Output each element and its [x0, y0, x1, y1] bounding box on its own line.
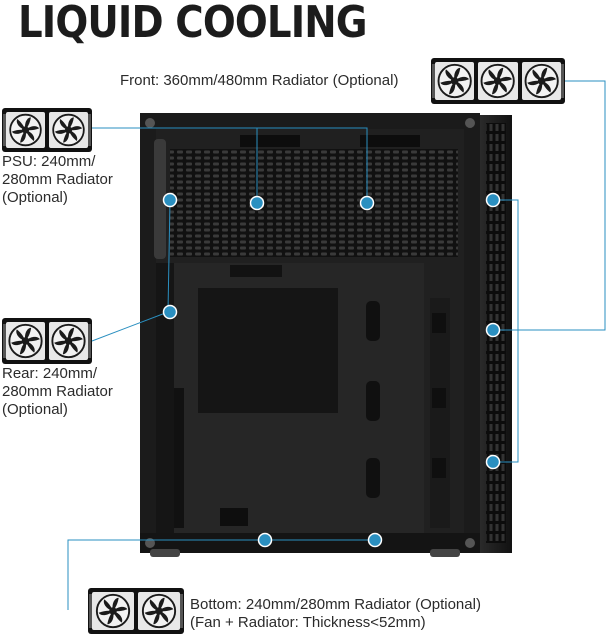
pc-case-image [140, 113, 512, 557]
rear-radiator-icon [2, 318, 92, 364]
psu-radiator-label: PSU: 240mm/ 280mm Radiator (Optional) [2, 153, 152, 207]
fan-icon [6, 112, 45, 148]
fan-icon [49, 112, 88, 148]
fan-icon [92, 592, 134, 630]
fan-icon [435, 62, 475, 100]
fan-icon [521, 62, 561, 100]
page-title: LIQUID COOLING [18, 0, 368, 48]
psu-label-line: (Optional) [2, 189, 68, 206]
rear-label-line: 280mm Radiator [2, 383, 113, 400]
front-radiator-label: Front: 360mm/480mm Radiator (Optional) [120, 72, 399, 89]
fan-icon [138, 592, 180, 630]
rear-label-line: (Optional) [2, 401, 68, 418]
rear-label-line: Rear: 240mm/ [2, 365, 98, 382]
bottom-label-line: Bottom: 240mm/280mm Radiator (Optional) [190, 596, 481, 613]
psu-label-line: 280mm Radiator [2, 171, 113, 188]
bottom-label-line: (Fan + Radiator: Thickness<52mm) [190, 614, 426, 631]
bottom-radiator-label: Bottom: 240mm/280mm Radiator (Optional) … [190, 596, 605, 632]
psu-radiator-icon [2, 108, 92, 152]
fan-icon [6, 322, 45, 360]
rear-radiator-label: Rear: 240mm/ 280mm Radiator (Optional) [2, 365, 152, 419]
fan-icon [49, 322, 88, 360]
bottom-radiator-icon [88, 588, 184, 634]
fan-icon [478, 62, 518, 100]
front-radiator-icon [431, 58, 565, 104]
psu-label-line: PSU: 240mm/ [2, 153, 96, 170]
